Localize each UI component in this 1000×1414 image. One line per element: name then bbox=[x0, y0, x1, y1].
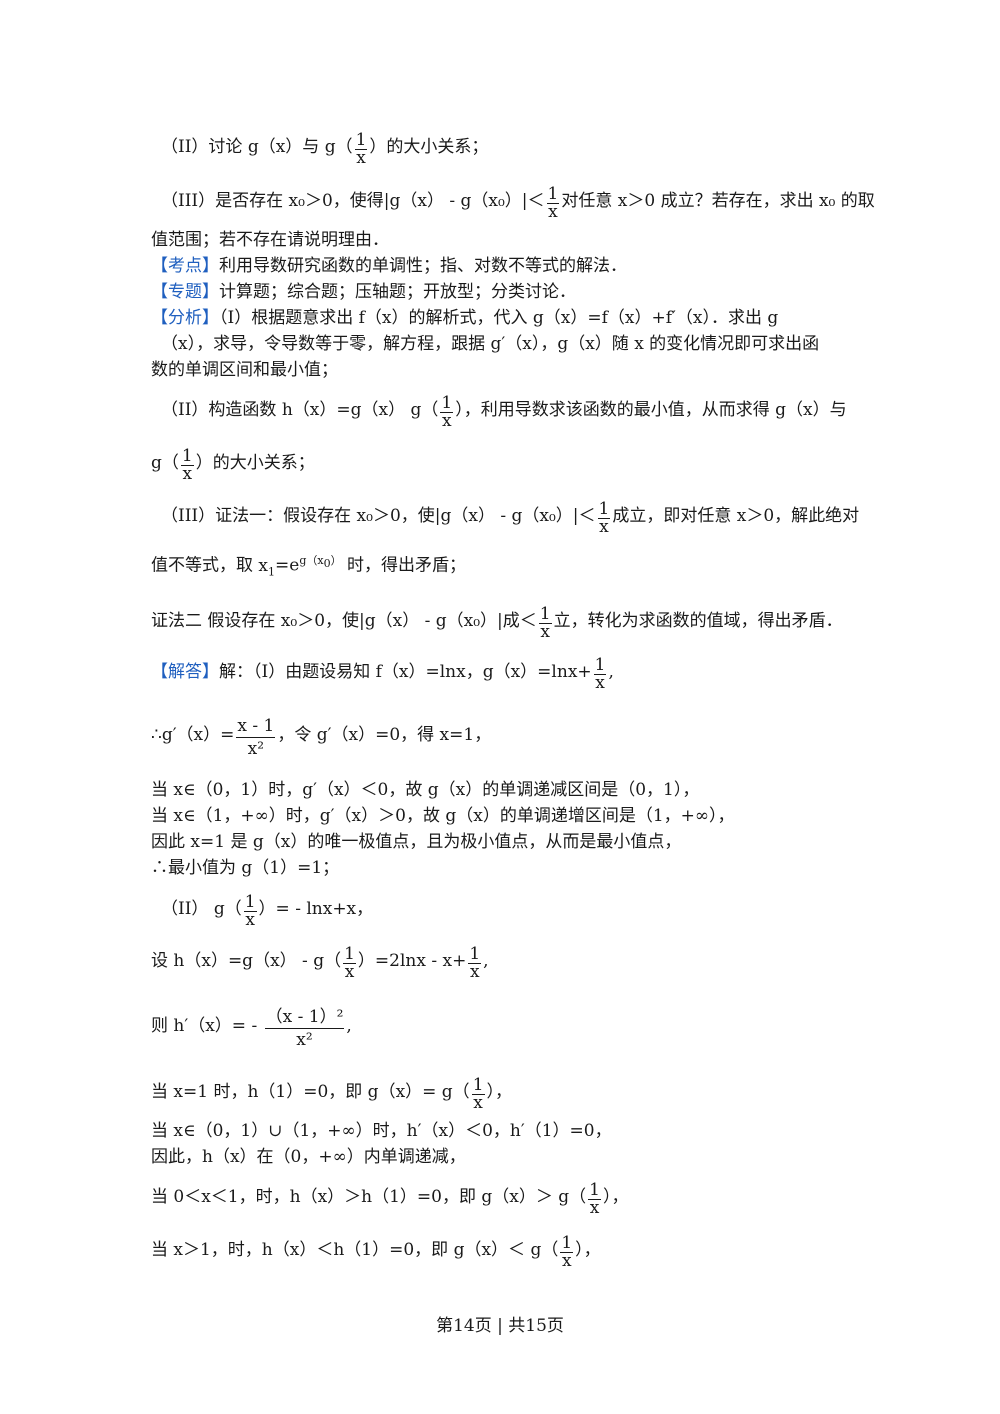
zhuanti-line: 【专题】计算题；综合题；压轴题；开放型；分类讨论． bbox=[151, 282, 576, 302]
fenxi-cont-2: 数的单调区间和最小值； bbox=[151, 360, 338, 380]
solution-line-2: 当 x∈（1，+∞）时，g′（x）＞0，故 g（x）的单调递增区间是（1，+∞）… bbox=[151, 806, 735, 826]
analysis-iii-cont: 值不等式，取 x1=eg（x0） 时，得出矛盾； bbox=[151, 554, 466, 579]
solution-line-5: 当 x∈（0，1）∪（1，+∞）时，h′（x）＜0，h′（1）=0， bbox=[151, 1121, 612, 1141]
kaodian-label: 【考点】 bbox=[151, 256, 219, 276]
q3-prompt-cont: 值范围；若不存在请说明理由． bbox=[151, 230, 389, 250]
solution-line-6: 因此，h（x）在（0，+∞）内单调递减， bbox=[151, 1147, 466, 1167]
kaodian-line: 【考点】利用导数研究函数的单调性；指、对数不等式的解法． bbox=[151, 256, 627, 276]
x1-symbol: x1 bbox=[258, 555, 275, 579]
fenxi-cont-1: （x），求导，令导数等于零，解方程，跟据 g′（x），g（x）随 x 的变化情况… bbox=[161, 334, 820, 354]
jieda-label: 【解答】 bbox=[151, 662, 219, 682]
fenxi-line: 【分析】（I）根据题意求出 f（x）的解析式，代入 g（x）=f（x）+f′（x… bbox=[151, 308, 779, 328]
fenxi-label: 【分析】 bbox=[151, 308, 219, 328]
zhuanti-label: 【专题】 bbox=[151, 282, 219, 302]
solution-line-4: ∴最小值为 g（1）=1； bbox=[151, 858, 340, 878]
solution-line-1: 当 x∈（0，1）时，g′（x）＜0，故 g（x）的单调递减区间是（0，1）， bbox=[151, 780, 700, 800]
solution-line-3: 因此 x=1 是 g（x）的唯一极值点，且为极小值点，从而是最小值点， bbox=[151, 832, 682, 852]
page-footer: 第14页 | 共15页 bbox=[436, 1316, 564, 1336]
exponent: g（x0） bbox=[299, 554, 342, 571]
